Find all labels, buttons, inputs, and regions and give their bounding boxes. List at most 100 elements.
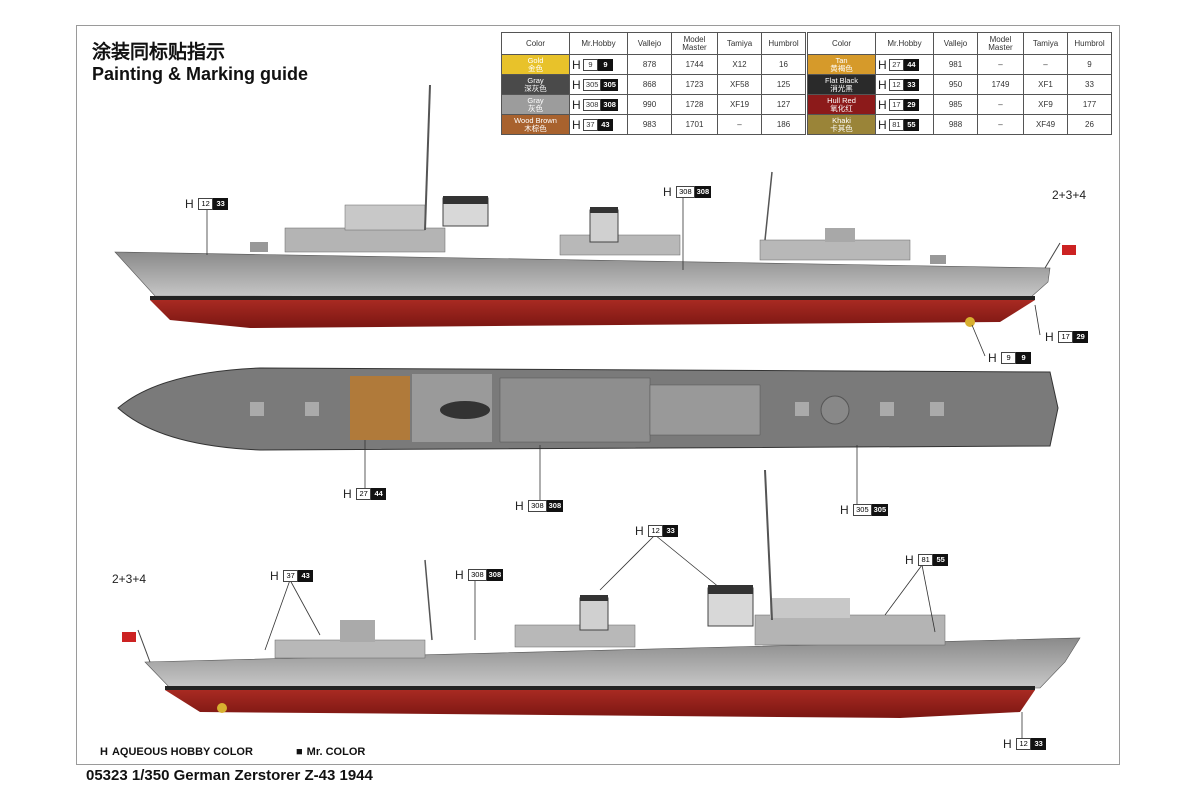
mr-color-code: 33 [1031,737,1047,750]
mr-color-code: 44 [903,58,919,71]
mr-color-code: 308 [486,568,504,581]
mr-color-code: 29 [1073,330,1089,343]
legend-h-mark: H [100,746,108,758]
aqueous-code: 12 [1016,737,1032,750]
h-mark: H [572,117,581,132]
aqueous-code: 12 [198,197,214,210]
mr-color-code: 33 [213,197,229,210]
legend-aqueous: AQUEOUS HOBBY COLOR [111,746,253,758]
title-chinese: 涂装同标贴指示 [92,41,226,63]
h-mark: H [878,117,887,132]
aqueous-code: 27 [888,58,904,71]
humbrol-code: 26 [1067,114,1112,135]
h-mark: H [878,57,887,72]
color-name-cn: 卡其色 [830,123,853,133]
aqueous-code: 27 [356,487,372,500]
aqueous-code: 81 [888,118,904,131]
aqueous-code: 308 [528,499,547,512]
color-name: Tan [835,55,848,65]
mr-color-code: 33 [903,78,919,91]
color-name-cn: 金色 [528,63,543,73]
color-name: Hull Red [827,95,856,105]
sheet-border [76,25,1120,765]
national-marking-label-port: 2+3+4 [112,572,147,586]
h-mark: H [572,97,581,112]
h-mark: H [572,77,581,92]
top-view [117,367,1059,451]
aqueous-code: 17 [888,98,904,111]
h-mark: H [635,523,644,538]
color-name-cn: 黄褐色 [830,63,853,73]
mr-color-code: 9 [1016,351,1032,364]
color-name: Wood Brown [514,115,557,125]
title-english: Painting & Marking guide [92,64,309,84]
side-view-starboard [114,84,1076,328]
color-name-cn: 灰色 [528,103,543,113]
mr-color-code: 43 [298,569,314,582]
h-mark: H [270,568,279,583]
mr-color-code: 9 [597,58,613,71]
aqueous-code: 305 [582,78,602,91]
color-name-cn: 消光黑 [830,83,853,93]
h-mark: H [1045,329,1054,344]
h-mark: H [840,502,849,517]
aqueous-code: 37 [283,569,299,582]
h-mark: H [663,184,672,199]
color-name: Gold [527,55,544,65]
color-name-cn: 氧化红 [830,103,853,113]
h-mark: H [185,196,194,211]
mr-color-code: 308 [694,185,712,198]
h-mark: H [988,350,997,365]
leader-lines [206,195,1041,740]
color-name: Flat Black [825,75,858,85]
color-name: Gray [527,95,544,105]
h-mark: H [878,77,887,92]
mr-color-code: 33 [663,524,679,537]
aqueous-code: 37 [582,118,598,131]
aqueous-code: 308 [468,568,487,581]
aqueous-code: 9 [1001,351,1017,364]
footer-title: 05323 1/350 German Zerstorer Z-43 1944 [86,767,373,784]
mr-color-code: 44 [371,487,387,500]
legend-mr-color: Mr. COLOR [306,746,366,758]
legend-square-mark: ■ [296,746,303,758]
aqueous-code: 81 [918,553,934,566]
mr-color-code: 55 [903,118,919,131]
aqueous-code: 308 [676,185,695,198]
color-name-cn: 深灰色 [524,83,547,93]
h-mark: H [905,552,914,567]
mr-color-code: 308 [546,499,564,512]
h-mark: H [878,97,887,112]
